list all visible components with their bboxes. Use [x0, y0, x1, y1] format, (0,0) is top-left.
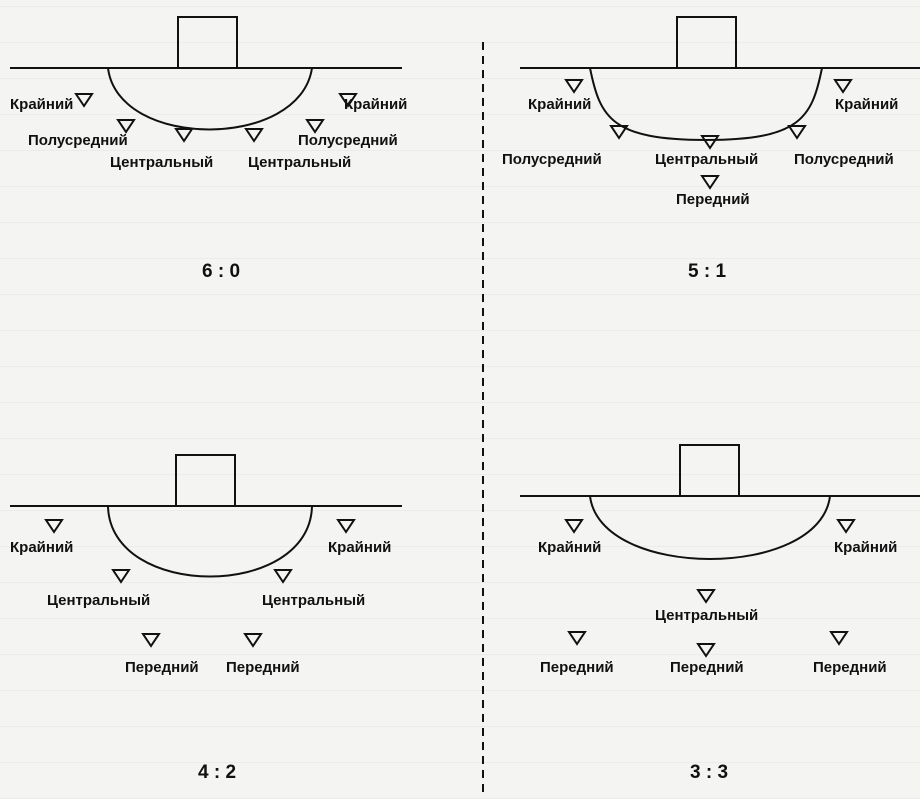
position-label-front-center: Передний: [670, 659, 744, 676]
position-label-front-right: Передний: [226, 659, 300, 676]
position-label-half-left: Полусредний: [28, 132, 128, 149]
score-label: 5 : 1: [688, 261, 727, 282]
player-marker: [338, 93, 358, 108]
position-label-half-right: Полусредний: [298, 132, 398, 149]
player-marker: [244, 128, 264, 143]
player-marker: [567, 631, 587, 646]
player-marker: [696, 589, 716, 604]
goal: [676, 16, 737, 69]
diagram-3-3: [520, 444, 920, 658]
player-marker: [564, 79, 584, 94]
position-label-wide-left: Крайний: [528, 96, 592, 113]
position-label-half-left: Полусредний: [502, 151, 602, 168]
player-marker: [696, 643, 716, 658]
goal-area-arc: [589, 495, 831, 560]
player-marker: [829, 631, 849, 646]
goal-area-arc: [107, 505, 313, 578]
position-label-center: Центральный: [655, 151, 759, 168]
score-label: 3 : 3: [690, 762, 729, 783]
player-marker: [116, 119, 136, 134]
position-label-wide-right: Крайний: [344, 96, 408, 113]
player-marker: [273, 569, 293, 584]
player-marker: [609, 125, 629, 140]
position-label-center-right: Центральный: [248, 154, 352, 171]
player-marker: [243, 633, 263, 648]
player-marker: [336, 519, 356, 534]
goal: [177, 16, 238, 69]
player-marker: [833, 79, 853, 94]
score-label: 6 : 0: [202, 261, 241, 282]
position-label-wide-right: Крайний: [834, 539, 898, 556]
goal: [679, 444, 740, 497]
diagram-4-2: [10, 454, 402, 648]
position-label-center-left: Центральный: [47, 592, 151, 609]
position-label-front: Передний: [676, 191, 750, 208]
position-label-front-right: Передний: [813, 659, 887, 676]
goal-area-arc: [589, 67, 823, 142]
player-marker: [174, 128, 194, 143]
diagram-6-0: [10, 16, 402, 143]
position-label-center-right: Центральный: [262, 592, 366, 609]
player-marker: [564, 519, 584, 534]
player-marker: [305, 119, 325, 134]
goal: [175, 454, 236, 507]
position-label-wide-right: Крайний: [835, 96, 899, 113]
position-label-front-left: Передний: [125, 659, 199, 676]
position-label-wide-left: Крайний: [10, 96, 74, 113]
score-label: 4 : 2: [198, 762, 237, 783]
position-label-wide-left: Крайний: [538, 539, 602, 556]
diagram-5-1: [520, 16, 920, 190]
player-marker: [44, 519, 64, 534]
player-marker: [787, 125, 807, 140]
player-marker: [700, 135, 720, 150]
position-label-front-left: Передний: [540, 659, 614, 676]
position-label-wide-left: Крайний: [10, 539, 74, 556]
position-label-half-right: Полусредний: [794, 151, 894, 168]
player-marker: [700, 175, 720, 190]
player-marker: [74, 93, 94, 108]
position-label-wide-right: Крайний: [328, 539, 392, 556]
position-label-center: Центральный: [655, 607, 759, 624]
goal-area-arc: [107, 67, 313, 131]
player-marker: [111, 569, 131, 584]
position-label-center-left: Центральный: [110, 154, 214, 171]
player-marker: [141, 633, 161, 648]
player-marker: [836, 519, 856, 534]
